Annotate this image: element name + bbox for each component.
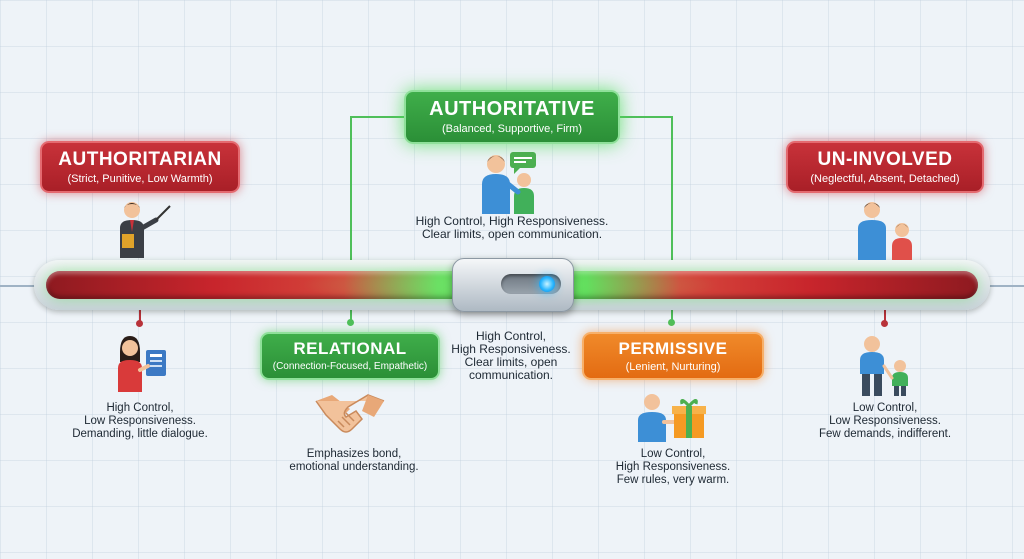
description-line: Emphasizes bond,	[306, 448, 402, 460]
parent-child-speech-icon	[482, 152, 536, 214]
note-line: High Responsiveness.	[451, 342, 571, 356]
badge-subtitle: (Lenient, Nurturing)	[625, 361, 721, 373]
description-line: emotional understanding.	[289, 461, 419, 473]
slider-indicator-light	[539, 276, 555, 292]
parent-child-distant-icon	[858, 202, 912, 260]
badge-authoritarian: AUTHORITARIAN (Strict, Punitive, Low War…	[40, 141, 240, 193]
slider-handle[interactable]	[452, 258, 574, 312]
connector-authoritative-left-h	[350, 116, 406, 118]
handshake-icon	[315, 394, 385, 433]
note-line: High Control,	[475, 329, 547, 343]
connector-authoritative-right-v	[671, 116, 673, 324]
badge-uninvolved: UN-INVOLVED (Neglectful, Absent, Detache…	[786, 141, 984, 193]
connector-dot	[136, 320, 143, 327]
badge-title: UN-INVOLVED	[817, 149, 953, 170]
description-line: High Control,	[106, 402, 174, 414]
description-line: Low Control,	[640, 448, 706, 460]
description-line: Low Responsiveness.	[829, 415, 941, 427]
center-note: High Control, High Responsiveness. Clear…	[446, 330, 576, 382]
connector-authoritative-right-h	[620, 116, 672, 118]
woman-clipboard-icon	[118, 336, 166, 392]
description-line: Low Responsiveness.	[84, 415, 196, 427]
description-line: Low Control,	[852, 402, 918, 414]
description-authoritarian: High Control, Low Responsiveness. Demand…	[40, 402, 240, 441]
connector-authoritative-left-v	[350, 116, 352, 324]
parent-child-holding-hands-icon	[860, 336, 908, 396]
description-permissive: Low Control, High Responsiveness. Few ru…	[586, 448, 760, 487]
badge-title: AUTHORITARIAN	[58, 149, 222, 170]
badge-subtitle: (Connection-Focused, Empathetic)	[272, 361, 428, 372]
connector-dot	[881, 320, 888, 327]
description-line: Clear limits, open communication.	[421, 227, 603, 241]
description-authoritative: High Control, High Responsiveness. Clear…	[380, 215, 644, 241]
description-line: Few demands, indifferent.	[818, 428, 952, 440]
connector-authoritarian	[139, 300, 141, 322]
badge-permissive: PERMISSIVE (Lenient, Nurturing)	[582, 332, 764, 380]
description-line: High Control, High Responsiveness.	[415, 214, 609, 228]
note-line: communication.	[468, 368, 554, 382]
badge-subtitle: (Balanced, Supportive, Firm)	[442, 123, 582, 135]
note-line: Clear limits, open	[464, 355, 558, 369]
badge-title: RELATIONAL	[293, 339, 407, 358]
description-line: Demanding, little dialogue.	[72, 428, 208, 440]
badge-subtitle: (Strict, Punitive, Low Warmth)	[67, 173, 213, 185]
parent-gift-icon	[638, 394, 706, 442]
badge-title: PERMISSIVE	[618, 339, 728, 358]
description-relational: Emphasizes bond, emotional understanding…	[254, 448, 454, 474]
description-uninvolved: Low Control, Low Responsiveness. Few dem…	[786, 402, 984, 441]
description-line: High Responsiveness.	[615, 461, 731, 473]
badge-relational: RELATIONAL (Connection-Focused, Empathet…	[260, 332, 440, 380]
description-line: Few rules, very warm.	[616, 474, 730, 486]
badge-title: AUTHORITATIVE	[429, 98, 595, 120]
teacher-pointer-icon	[120, 202, 171, 258]
connector-dot	[668, 319, 675, 326]
badge-subtitle: (Neglectful, Absent, Detached)	[810, 173, 960, 185]
badge-authoritative: AUTHORITATIVE (Balanced, Supportive, Fir…	[404, 90, 620, 144]
connector-dot	[347, 319, 354, 326]
connector-uninvolved	[884, 300, 886, 322]
